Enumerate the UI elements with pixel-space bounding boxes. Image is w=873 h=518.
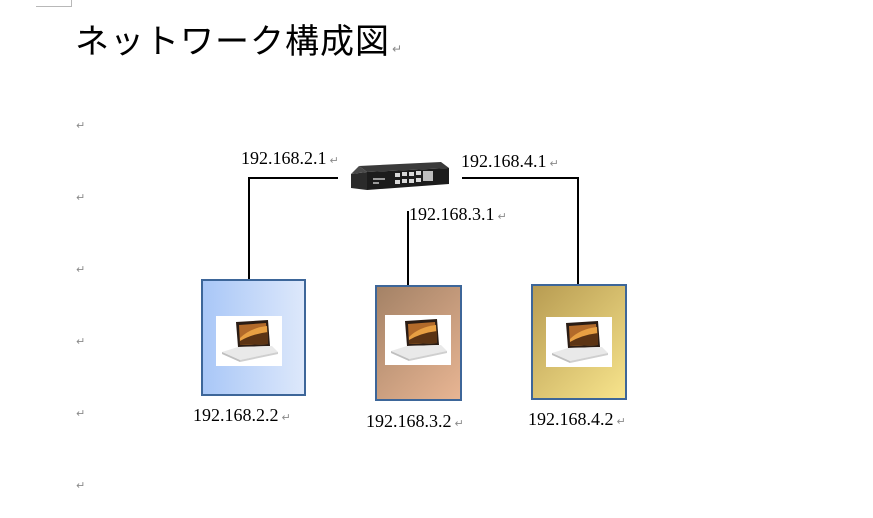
paragraph-mark: ↵ <box>281 411 291 424</box>
network-switch-icon[interactable] <box>351 160 451 194</box>
empty-paragraph-mark[interactable]: ↵ <box>76 191 86 204</box>
switch-port-ip-label[interactable]: 192.168.3.1↵ <box>409 204 507 227</box>
paragraph-mark: ↵ <box>454 417 464 430</box>
paragraph-mark: ↵ <box>549 157 559 170</box>
connection-line[interactable] <box>248 177 338 179</box>
connection-line[interactable] <box>577 177 579 295</box>
ip-address-text[interactable]: 192.168.4.2 <box>528 409 614 429</box>
page-corner-marker <box>36 0 72 7</box>
connection-line[interactable] <box>462 177 579 179</box>
connection-line[interactable] <box>248 177 250 299</box>
ip-address-text[interactable]: 192.168.4.1 <box>461 151 547 171</box>
empty-paragraph-mark[interactable]: ↵ <box>76 479 86 492</box>
empty-paragraph-mark[interactable]: ↵ <box>76 407 86 420</box>
paragraph-mark: ↵ <box>497 210 507 223</box>
ip-address-text[interactable]: 192.168.2.2 <box>193 405 279 425</box>
laptop-icon <box>546 317 612 367</box>
connection-line[interactable] <box>407 211 409 297</box>
ip-address-text[interactable]: 192.168.3.2 <box>366 411 452 431</box>
pc-ip-label[interactable]: 192.168.4.2↵ <box>528 409 626 432</box>
switch-port-ip-label[interactable]: 192.168.4.1↵ <box>461 151 559 174</box>
empty-paragraph-mark[interactable]: ↵ <box>76 119 86 132</box>
laptop-icon <box>385 315 451 365</box>
pc-node-box[interactable] <box>201 279 306 396</box>
pc-ip-label[interactable]: 192.168.3.2↵ <box>366 411 464 434</box>
pc-ip-label[interactable]: 192.168.2.2↵ <box>193 405 291 428</box>
document-title-line[interactable]: ネットワーク構成図↵ <box>75 20 403 71</box>
paragraph-mark: ↵ <box>329 154 339 167</box>
ip-address-text[interactable]: 192.168.2.1 <box>241 148 327 168</box>
empty-paragraph-mark[interactable]: ↵ <box>76 263 86 276</box>
paragraph-mark: ↵ <box>616 415 626 428</box>
switch-port-ip-label[interactable]: 192.168.2.1↵ <box>241 148 339 171</box>
document-title[interactable]: ネットワーク構成図 <box>75 22 390 62</box>
laptop-icon <box>216 316 282 366</box>
pc-node-box[interactable] <box>531 284 627 400</box>
pc-node-box[interactable] <box>375 285 462 401</box>
paragraph-mark: ↵ <box>392 42 404 56</box>
empty-paragraph-mark[interactable]: ↵ <box>76 335 86 348</box>
ip-address-text[interactable]: 192.168.3.1 <box>409 204 495 224</box>
